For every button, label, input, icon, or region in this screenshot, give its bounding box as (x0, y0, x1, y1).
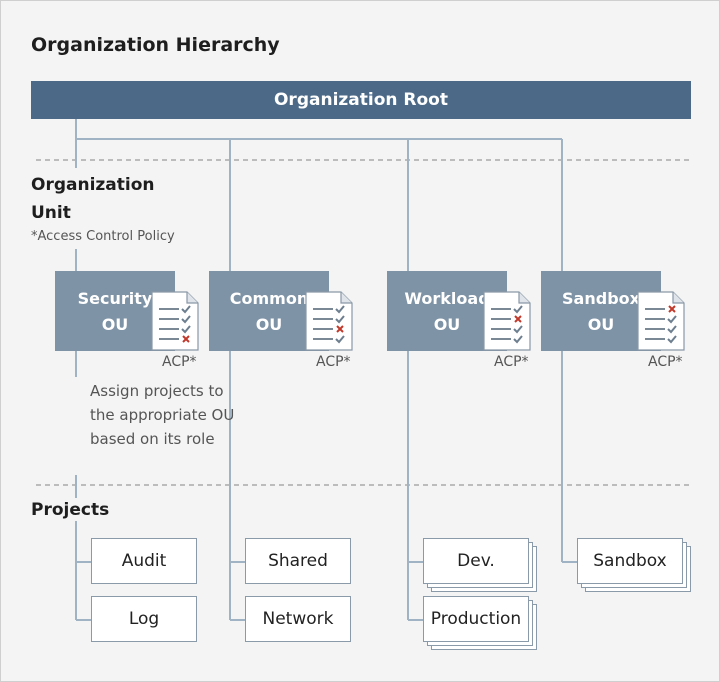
acp-label: ACP* (316, 354, 351, 370)
ou-label: OU (433, 315, 461, 334)
check-mark-icon (181, 305, 191, 314)
document-fold (186, 292, 198, 304)
ou-section-label-line2: Unit (31, 203, 71, 223)
project-box-network: Network (245, 596, 351, 642)
cross-mark-icon (668, 305, 676, 313)
cross-mark-icon (182, 335, 190, 343)
project-box-audit: Audit (91, 538, 197, 584)
policy-document-icon (637, 291, 685, 351)
acp-footnote: *Access Control Policy (31, 229, 175, 244)
check-mark-icon (513, 305, 523, 314)
project-box-sandbox: Sandbox (577, 538, 683, 584)
document-page (151, 291, 199, 351)
cross-mark-icon (336, 325, 344, 333)
check-mark-icon (335, 305, 345, 314)
check-mark-icon (335, 315, 345, 324)
policy-document-icon (151, 291, 199, 351)
ou-label: Workload (404, 289, 490, 308)
project-box-log: Log (91, 596, 197, 642)
check-mark-icon (513, 325, 523, 334)
check-mark-icon (667, 335, 677, 344)
acp-label: ACP* (494, 354, 529, 370)
ou-label: OU (101, 315, 129, 334)
checklist-document-icon (637, 291, 685, 351)
document-page (637, 291, 685, 351)
check-mark-icon (513, 335, 523, 344)
project-box-production: Production (423, 596, 529, 642)
acp-label: ACP* (648, 354, 683, 370)
diagram-title: Organization Hierarchy (31, 34, 280, 56)
organization-root-bar: Organization Root (31, 81, 691, 119)
document-page (483, 291, 531, 351)
ou-label: Sandbox (562, 289, 640, 308)
ou-label: Security (77, 289, 153, 308)
check-mark-icon (667, 315, 677, 324)
policy-document-icon (483, 291, 531, 351)
checklist-document-icon (483, 291, 531, 351)
ou-section-label-line1: Organization (31, 175, 155, 195)
project-box-dev: Dev. (423, 538, 529, 584)
ou-label: OU (255, 315, 283, 334)
check-mark-icon (667, 325, 677, 334)
policy-document-icon (305, 291, 353, 351)
acp-label: ACP* (162, 354, 197, 370)
document-page (305, 291, 353, 351)
checklist-document-icon (151, 291, 199, 351)
check-mark-icon (181, 325, 191, 334)
ou-label: Common (229, 289, 309, 308)
check-mark-icon (335, 335, 345, 344)
projects-section-label: Projects (31, 500, 110, 520)
check-mark-icon (181, 315, 191, 324)
document-fold (340, 292, 352, 304)
project-box-shared: Shared (245, 538, 351, 584)
ou-label: OU (587, 315, 615, 334)
document-fold (672, 292, 684, 304)
checklist-document-icon (305, 291, 353, 351)
assign-projects-note: Assign projects to the appropriate OU ba… (90, 382, 235, 448)
document-fold (518, 292, 530, 304)
cross-mark-icon (514, 315, 522, 323)
